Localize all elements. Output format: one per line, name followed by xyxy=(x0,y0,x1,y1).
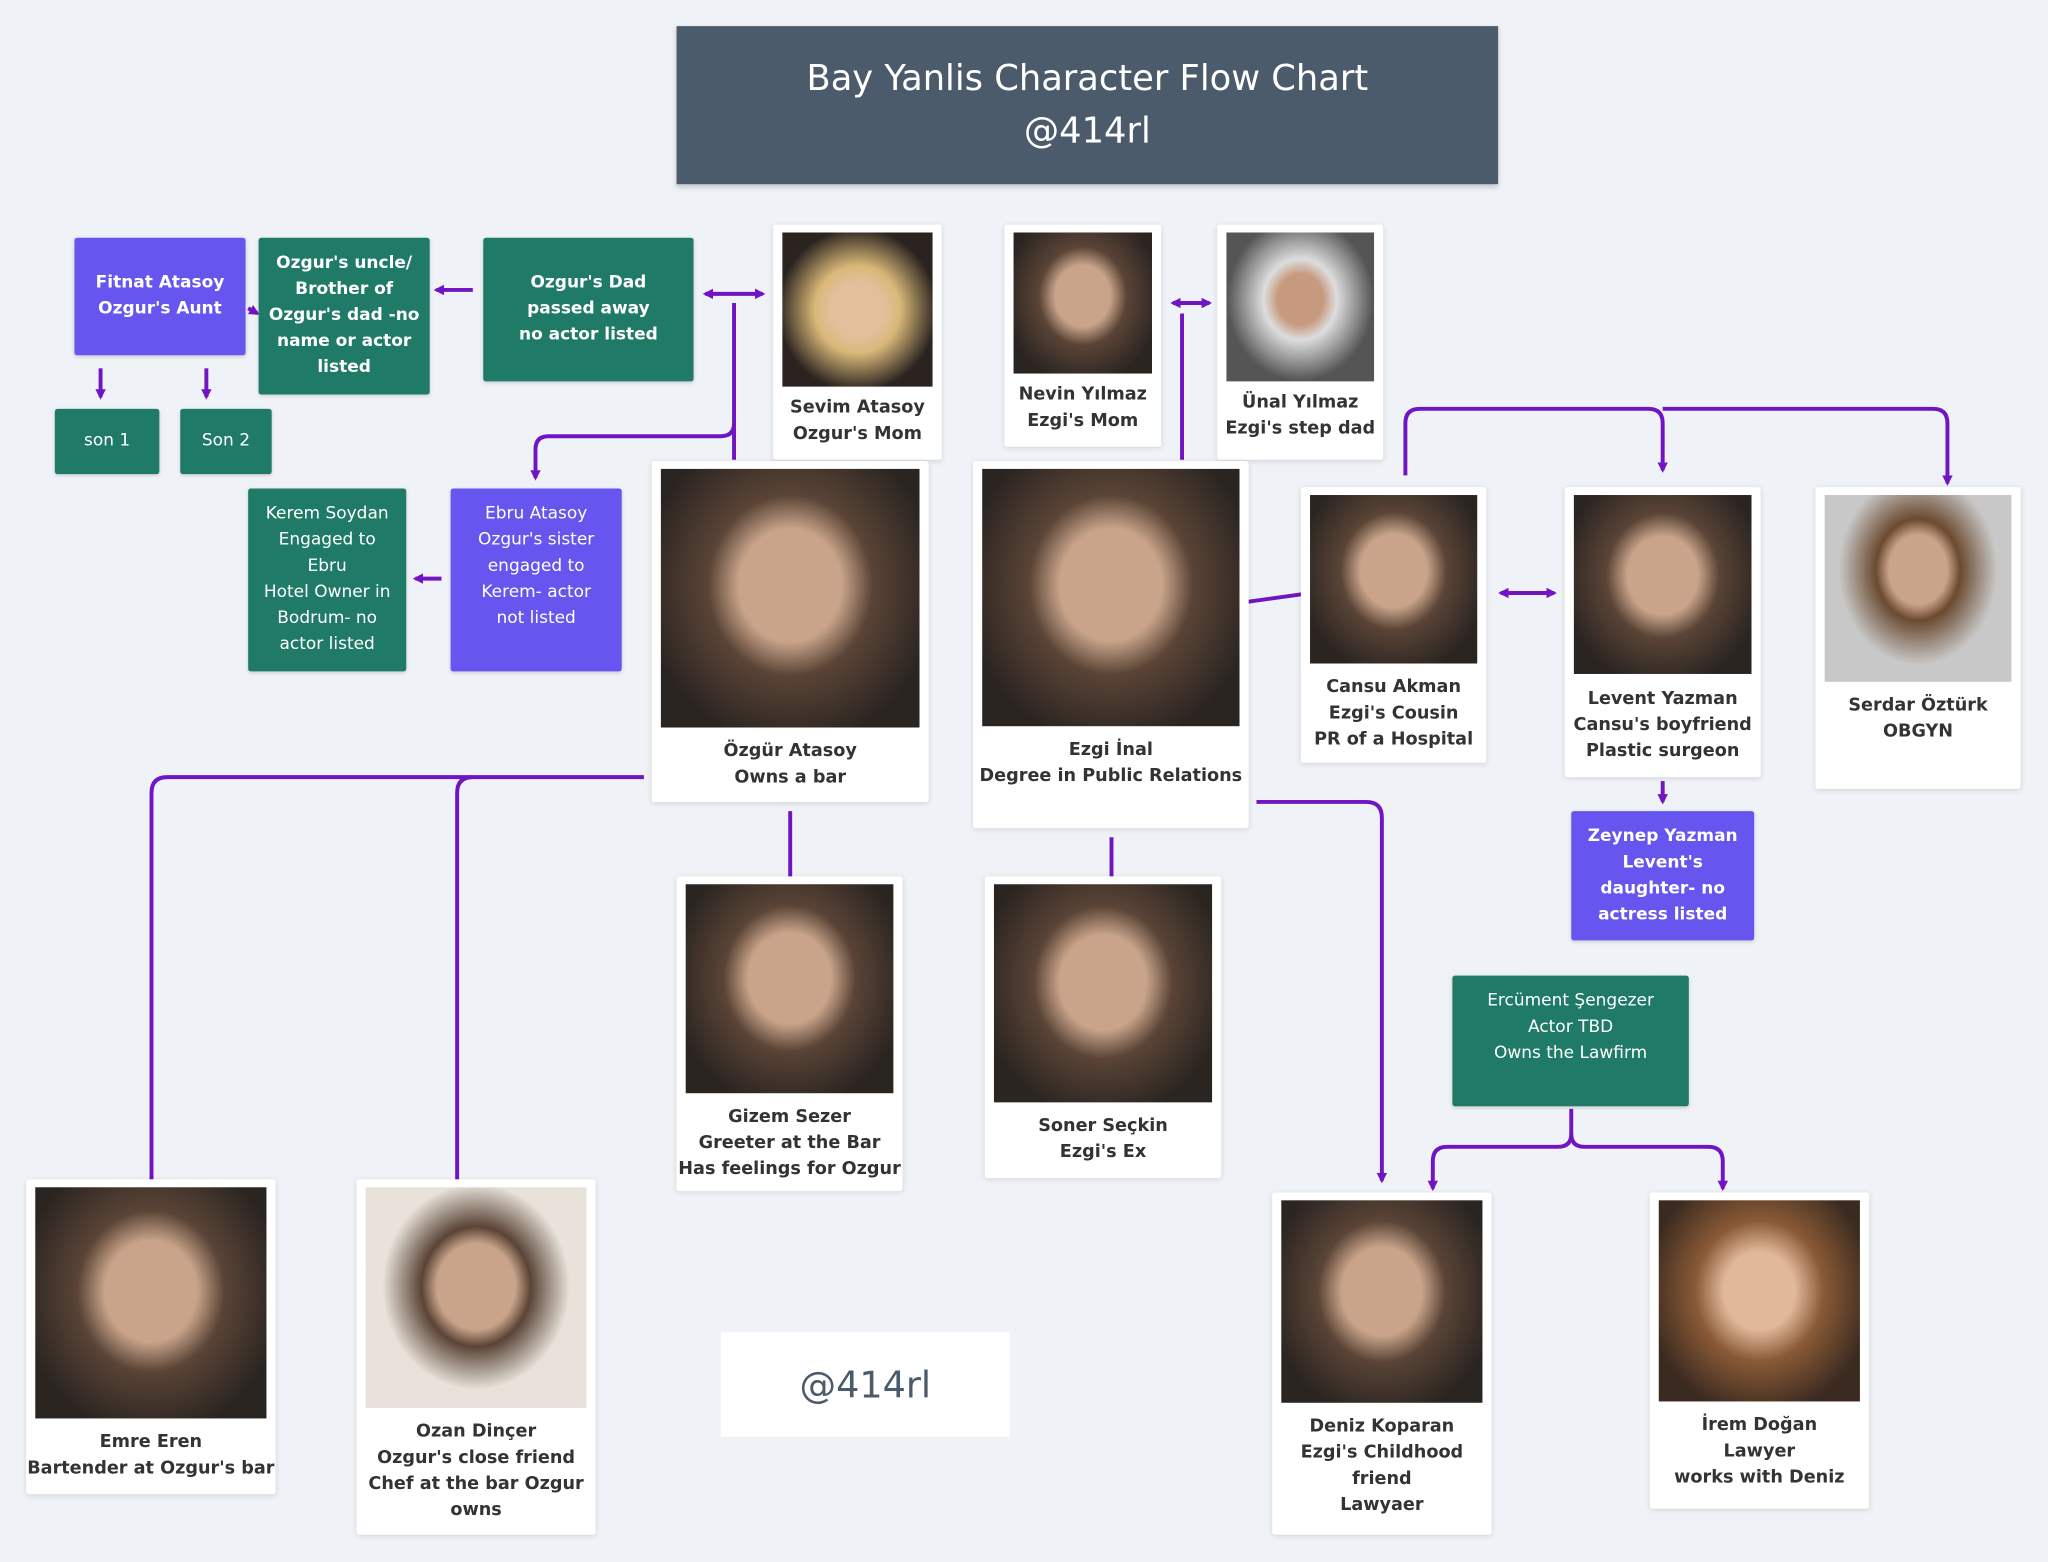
connector-ercument-deniz xyxy=(1427,1108,1574,1192)
caption-ezgi: Ezgi İnal Degree in Public Relations xyxy=(979,739,1243,787)
card-cansu: Cansu Akman Ezgi's Cousin PR of a Hospit… xyxy=(1300,487,1487,763)
box-ebru: Ebru Atasoy Ozgur's sister engaged to Ke… xyxy=(450,488,622,672)
caption-irem: İrem Doğan Lawyer works with Deniz xyxy=(1674,1414,1845,1488)
box-uncle: Ozgur's uncle/ Brother of Ozgur's dad -n… xyxy=(258,237,430,395)
connector-parents-ebru xyxy=(530,423,736,481)
photo-ozgur xyxy=(660,468,920,728)
connector-ezgi-deniz xyxy=(1256,799,1388,1184)
photo-emre xyxy=(35,1187,267,1419)
chart-title: Bay Yanlis Character Flow Chart @414rl xyxy=(676,26,1499,185)
photo-soner xyxy=(993,884,1213,1103)
connector-to-serdar xyxy=(1662,406,1953,486)
box-kerem: Kerem Soydan Engaged to Ebru Hotel Owner… xyxy=(248,488,407,672)
caption-emre: Emre Eren Bartender at Ozgur's bar xyxy=(27,1431,275,1479)
card-levent: Levent Yazman Cansu's boyfriend Plastic … xyxy=(1564,487,1761,778)
caption-levent: Levent Yazman Cansu's boyfriend Plastic … xyxy=(1573,688,1752,762)
photo-gizem xyxy=(685,884,894,1094)
photo-ezgi xyxy=(982,468,1240,727)
photo-serdar xyxy=(1824,495,2012,682)
box-son2: Son 2 xyxy=(180,408,272,475)
connector-ozgur-emre xyxy=(149,775,644,1180)
connector-cansu-levent-serdar xyxy=(1403,406,1668,476)
card-unal: Ünal Yılmaz Ezgi's step dad xyxy=(1217,224,1384,460)
caption-gizem: Gizem Sezer Greeter at the Bar Has feeli… xyxy=(678,1106,901,1180)
photo-deniz xyxy=(1281,1200,1483,1403)
connector-ercument-irem xyxy=(1569,1133,1728,1192)
card-irem: İrem Doğan Lawyer works with Deniz xyxy=(1649,1192,1870,1509)
photo-nevin xyxy=(1013,232,1152,374)
card-gizem: Gizem Sezer Greeter at the Bar Has feeli… xyxy=(676,876,903,1192)
box-fitnat: Fitnat Atasoy Ozgur's Aunt xyxy=(74,237,246,356)
caption-nevin: Nevin Yılmaz Ezgi's Mom xyxy=(1018,383,1147,432)
card-serdar: Serdar Öztürk OBGYN xyxy=(1815,487,2021,789)
caption-soner: Soner Seçkin Ezgi's Ex xyxy=(1038,1115,1168,1163)
caption-sevim: Sevim Atasoy Ozgur's Mom xyxy=(790,397,925,445)
box-zeynep: Zeynep Yazman Levent's daughter- no actr… xyxy=(1571,811,1755,941)
photo-levent xyxy=(1573,495,1752,674)
card-ozgur: Özgür Atasoy Owns a bar xyxy=(651,461,929,802)
caption-unal: Ünal Yılmaz Ezgi's step dad xyxy=(1225,391,1376,439)
card-emre: Emre Eren Bartender at Ozgur's bar xyxy=(26,1179,276,1495)
connector-ozgur-ozan xyxy=(455,775,473,1180)
box-dad: Ozgur's Dad passed away no actor listed xyxy=(483,237,694,382)
watermark: @414rl xyxy=(720,1332,1010,1437)
box-ercument: Ercüment Şengezer Actor TBD Owns the Law… xyxy=(1452,975,1689,1107)
photo-unal xyxy=(1226,232,1375,382)
caption-cansu: Cansu Akman Ezgi's Cousin PR of a Hospit… xyxy=(1314,676,1474,750)
card-soner: Soner Seçkin Ezgi's Ex xyxy=(984,876,1222,1179)
photo-irem xyxy=(1658,1200,1860,1402)
photo-sevim xyxy=(782,232,933,387)
caption-serdar: Serdar Öztürk OBGYN xyxy=(1848,694,1988,742)
card-ozan: Ozan Dinçer Ozgur's close friend Chef at… xyxy=(356,1179,596,1535)
connector-fitnat-uncle xyxy=(247,305,260,316)
caption-ozgur: Özgür Atasoy Owns a bar xyxy=(723,740,857,788)
card-deniz: Deniz Koparan Ezgi's Childhood friend La… xyxy=(1272,1192,1492,1535)
caption-deniz: Deniz Koparan Ezgi's Childhood friend La… xyxy=(1300,1415,1464,1516)
card-sevim: Sevim Atasoy Ozgur's Mom xyxy=(773,224,942,460)
box-son1: son 1 xyxy=(54,408,160,475)
caption-ozan: Ozan Dinçer Ozgur's close friend Chef at… xyxy=(368,1421,584,1521)
card-ezgi: Ezgi İnal Degree in Public Relations xyxy=(973,461,1249,829)
photo-ozan xyxy=(365,1187,587,1408)
photo-cansu xyxy=(1310,495,1478,664)
card-nevin: Nevin Yılmaz Ezgi's Mom xyxy=(1004,224,1162,447)
